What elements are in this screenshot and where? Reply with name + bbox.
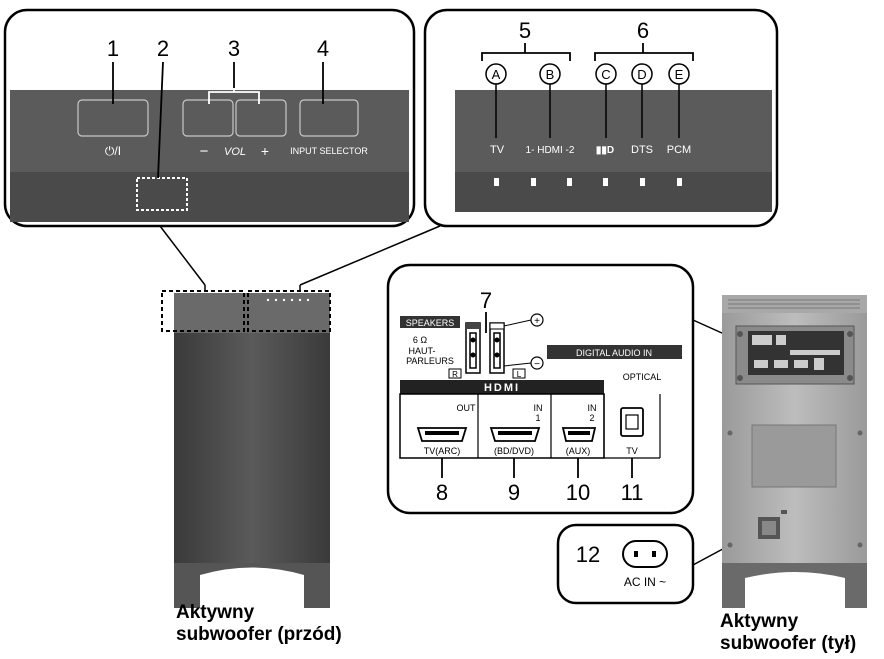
speakers-title: SPEAKERS	[406, 318, 455, 328]
speakers-title-bar	[400, 316, 460, 328]
led-pcm	[677, 178, 682, 186]
front-subwoofer-body	[174, 333, 330, 563]
rear-subwoofer	[722, 295, 867, 608]
callout-7: 7	[480, 288, 492, 313]
front-subwoofer-top	[174, 293, 330, 333]
indicator-label-dolby: ▮▮D	[596, 145, 614, 156]
impedance-label: 6 Ω	[413, 335, 428, 345]
callout-8: 8	[436, 480, 448, 505]
port-label-bddvd: (BD/DVD)	[494, 446, 534, 456]
callout-11: 11	[621, 480, 644, 505]
caption-front: Aktywny subwoofer (przód)	[176, 602, 342, 646]
port-label-tvarc: TV(ARC)	[424, 446, 461, 456]
svg-text:−: −	[534, 359, 540, 370]
port-label-tv: TV	[626, 446, 638, 456]
digital-audio-title-bar	[547, 345, 682, 359]
led-hdmi2	[567, 178, 572, 186]
vol-label: VOL	[224, 146, 246, 158]
letter-c-marker: C	[595, 63, 617, 138]
rear-panel-plate	[751, 424, 837, 488]
indicator-panel-top-surface	[455, 90, 772, 172]
ac-inlet	[622, 540, 668, 568]
haut-label: HAUT-	[409, 346, 436, 356]
front-panel-callout: ⏻/I − VOL + INPUT SELECTOR 1 2 3 4	[3, 8, 416, 286]
digital-audio-title: DIGITAL AUDIO IN	[576, 348, 652, 358]
rear-panel-callout: SPEAKERS 6 Ω HAUT- PARLEURS R L + − 7 DI…	[386, 263, 734, 515]
caption-rear-line1: Aktywny	[720, 611, 799, 632]
parleurs-label: PARLEURS	[406, 356, 454, 366]
indicator-label-tv: TV	[490, 144, 505, 156]
caption-front-line1: Aktywny	[176, 602, 255, 623]
callout-12: 12	[576, 542, 600, 567]
sensor-dashed-outline	[136, 177, 188, 211]
svg-text:E: E	[675, 67, 684, 82]
indicator-label-hdmi: 1- HDMI -2	[526, 145, 575, 156]
vol-minus-label: −	[200, 143, 209, 160]
front-subwoofer-stand-cutout	[200, 567, 304, 608]
caption-rear-line2: subwoofer (tył)	[720, 633, 857, 654]
hdmi-logo: HDMI	[484, 382, 520, 394]
front-subwoofer	[161, 285, 331, 608]
optical-label: OPTICAL	[623, 372, 662, 382]
callout-10: 10	[566, 480, 590, 505]
led-dts	[640, 178, 645, 186]
led-hdmi1	[531, 178, 536, 186]
callout-3: 3	[228, 36, 240, 61]
volume-up-button[interactable]	[235, 99, 287, 137]
letter-e-marker: E	[668, 63, 690, 138]
letter-d-marker: D	[631, 63, 653, 138]
callout-4: 4	[317, 36, 329, 61]
in2-label: IN	[588, 403, 597, 413]
in1-number: 1	[535, 413, 540, 423]
vol-plus-label: +	[261, 143, 269, 159]
front-indicator-area-marker	[247, 290, 331, 332]
in2-number: 2	[589, 413, 594, 423]
out-label: OUT	[457, 403, 477, 413]
front-panel-front-surface	[10, 172, 409, 222]
callout-6: 6	[637, 18, 649, 43]
letter-a-marker: A	[485, 63, 507, 138]
svg-text:+: +	[534, 316, 540, 327]
front-control-area-marker	[161, 290, 245, 332]
callout-5: 5	[519, 18, 531, 43]
svg-text:A: A	[492, 67, 501, 82]
rear-subwoofer-stand-cutout	[745, 572, 845, 608]
indicator-panel-callout: TV 1- HDMI -2 ▮▮D DTS PCM 5 6 A B	[299, 8, 779, 286]
in1-label: IN	[534, 403, 543, 413]
indicator-label-pcm: PCM	[667, 144, 691, 156]
callout-1: 1	[107, 36, 119, 61]
r-label: R	[452, 370, 458, 379]
input-selector-button[interactable]	[299, 99, 359, 137]
callout-2: 2	[157, 36, 169, 61]
svg-text:C: C	[601, 67, 610, 82]
led-tv	[494, 178, 499, 186]
led-dolby	[603, 178, 608, 186]
ac-in-label: AC IN ~	[624, 575, 666, 589]
port-label-aux: (AUX)	[566, 446, 591, 456]
letter-b-marker: B	[539, 63, 561, 138]
volume-down-button[interactable]	[182, 99, 234, 137]
input-selector-label: INPUT SELECTOR	[290, 146, 368, 156]
l-label: L	[517, 370, 522, 379]
svg-text:D: D	[637, 67, 646, 82]
callout-9: 9	[508, 480, 520, 505]
caption-front-line2: subwoofer (przód)	[176, 624, 342, 645]
indicator-label-dts: DTS	[631, 144, 653, 156]
hdmi-logo-bar	[400, 380, 604, 394]
indicator-panel-front-surface	[455, 172, 772, 212]
caption-rear: Aktywny subwoofer (tył)	[720, 611, 856, 655]
svg-text:B: B	[546, 67, 555, 82]
power-label: ⏻/I	[105, 144, 121, 158]
